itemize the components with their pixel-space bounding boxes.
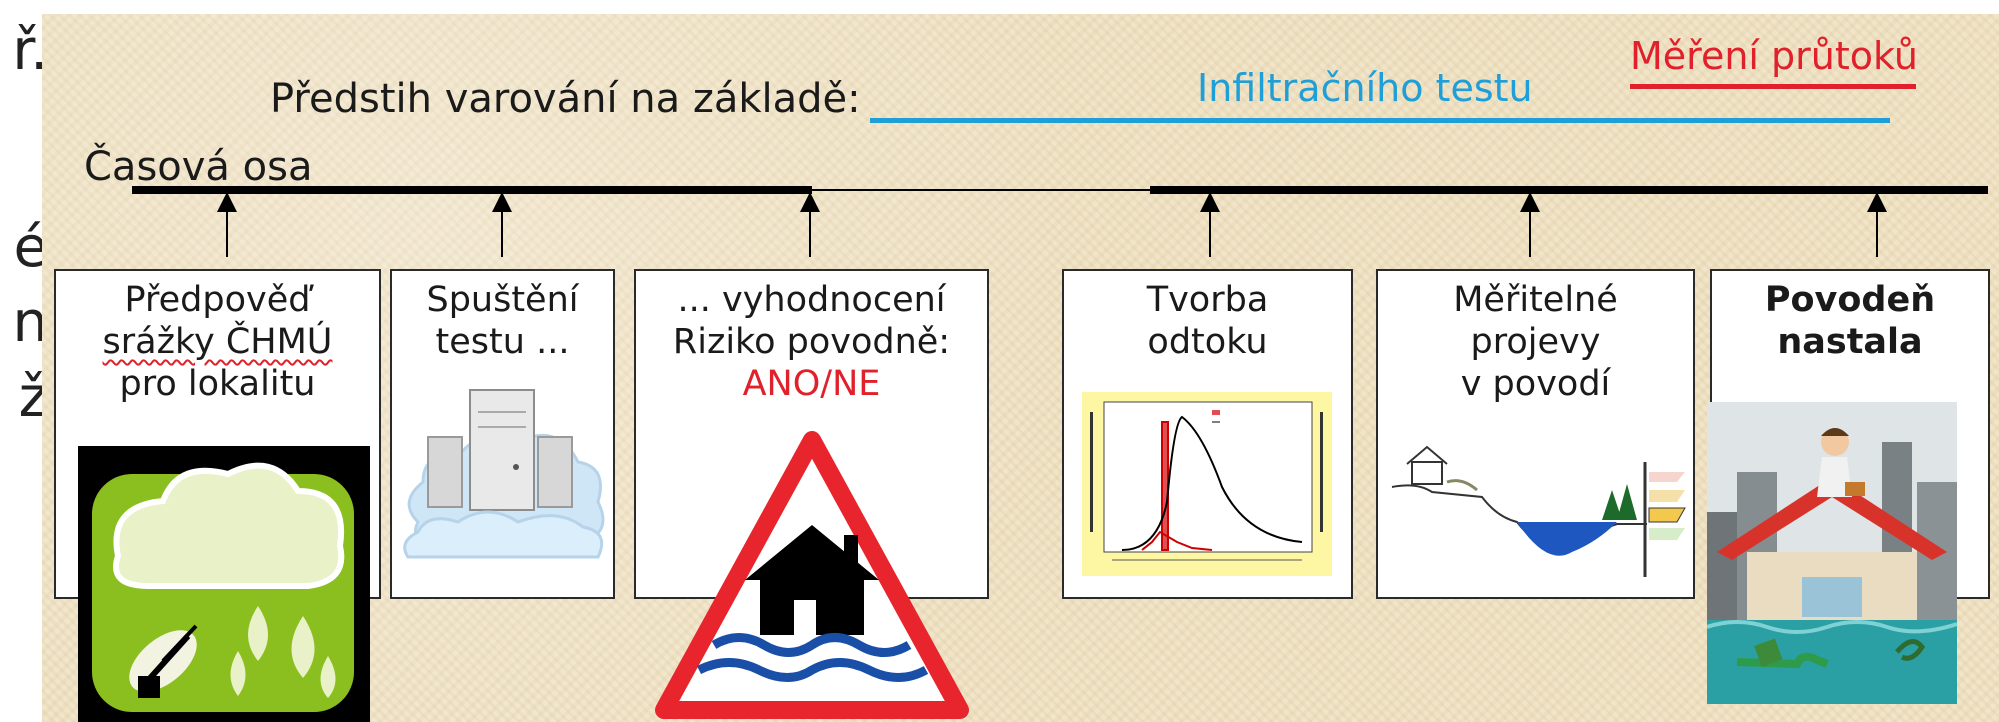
- box-line: nastala: [1777, 322, 1923, 362]
- box-line: testu ...: [435, 322, 570, 362]
- timeline-axis-thin: [812, 189, 1192, 191]
- cutoff-letter: n: [12, 290, 43, 355]
- box-line: Tvorba: [1146, 280, 1269, 320]
- warning-lead-text: Předstih varování na základě:: [270, 76, 861, 122]
- timeline-slide: Předstih varování na základě: Časová osa…: [42, 14, 1999, 722]
- timeline-axis-thick-left: [132, 186, 812, 194]
- box-line: Povodeň: [1764, 280, 1936, 320]
- box-line: Měřitelné: [1453, 280, 1618, 320]
- timeline-axis-thick-right: [1150, 186, 1988, 194]
- cutoff-letter: ž: [18, 365, 42, 430]
- cutoff-letter: é: [13, 215, 42, 280]
- box-line: Předpověď: [124, 280, 311, 320]
- box-line-text: srážky ČHMÚ: [102, 322, 333, 362]
- stage-box-catchment: Měřitelné projevy v povodí: [1376, 269, 1695, 599]
- measurement-underline: [1630, 84, 1916, 89]
- box-line: odtoku: [1147, 322, 1268, 362]
- rain-cloud-icon: [78, 446, 370, 722]
- catchment-diagram-icon: [1391, 445, 1686, 577]
- box-line: Spuštění: [426, 280, 579, 320]
- server-cloud-icon: [403, 389, 605, 559]
- hydrograph-chart-icon: [1082, 392, 1332, 576]
- cutoff-text-column: ř. é n ž: [0, 0, 42, 722]
- infiltration-test-label: Infiltračního testu: [1197, 66, 1533, 110]
- box-line: pro lokalitu: [119, 364, 316, 404]
- box-line: projevy: [1470, 322, 1601, 362]
- box-line: srážky ČHMÚ: [56, 321, 379, 363]
- satellite-dish-icon: [129, 624, 198, 698]
- flood-scene-icon: [1707, 402, 1957, 704]
- box-line: v povodí: [1460, 364, 1611, 404]
- box-line: Riziko povodně:: [672, 322, 951, 362]
- flood-warning-sign-icon: [655, 431, 969, 719]
- timeline-axis-label: Časová osa: [84, 144, 313, 190]
- box-line: ... vyhodnocení: [677, 280, 946, 320]
- flood-risk-answer: ANO/NE: [742, 364, 881, 404]
- flow-measurement-label: Měření průtoků: [1630, 34, 1918, 78]
- timeline-arrows: [217, 192, 1887, 257]
- cutoff-letter: ř.: [12, 18, 42, 83]
- infiltration-line: [870, 118, 1890, 123]
